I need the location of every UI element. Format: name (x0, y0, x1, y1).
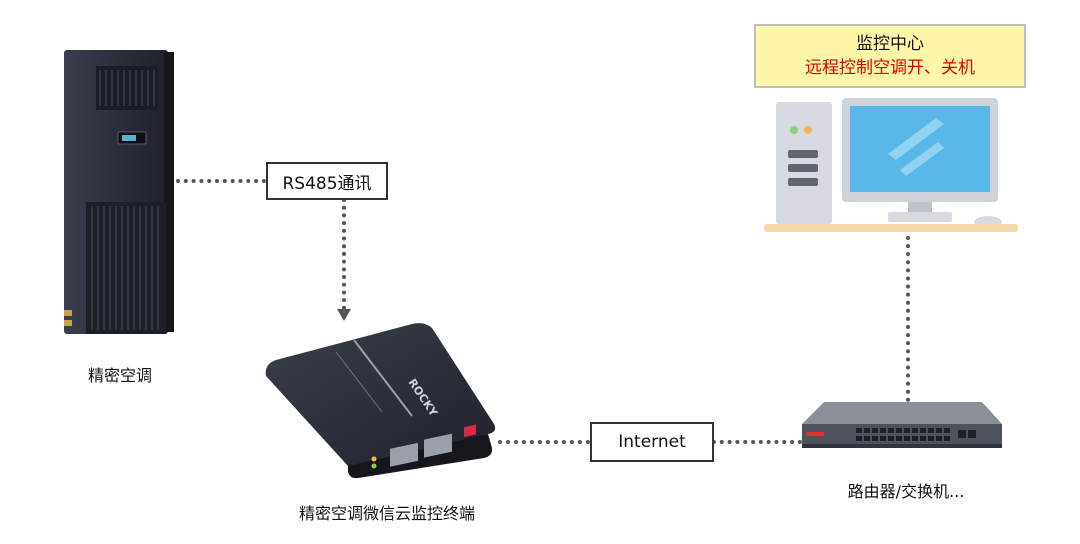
monitor-pc-image (764, 98, 1018, 232)
rs485-label: RS485通讯 (282, 173, 372, 194)
internet-connector-right (712, 440, 802, 444)
rs485-label-box: RS485通讯 (266, 162, 388, 200)
arrow-down-icon (337, 309, 351, 321)
cloud-monitor-terminal-image: ROCKY (265, 323, 496, 479)
monitor-center-box: 监控中心 远程控制空调开、关机 (754, 24, 1026, 88)
internet-label: Internet (618, 432, 686, 452)
internet-label-box: Internet (590, 422, 714, 462)
terminal-label: 精密空调微信云监控终端 (298, 504, 475, 523)
rs485-connector-left (176, 179, 266, 183)
router-to-pc-connector (906, 236, 910, 402)
rs485-connector-down (342, 198, 346, 310)
internet-connector-left (498, 440, 590, 444)
monitor-center-subtitle: 远程控制空调开、关机 (805, 58, 975, 78)
precision-ac-unit-image (64, 50, 174, 334)
router-switch-image (802, 402, 1002, 448)
ac-unit-label: 精密空调 (87, 366, 152, 385)
router-label: 路由器/交换机... (847, 482, 965, 501)
monitor-center-title: 监控中心 (856, 34, 924, 54)
